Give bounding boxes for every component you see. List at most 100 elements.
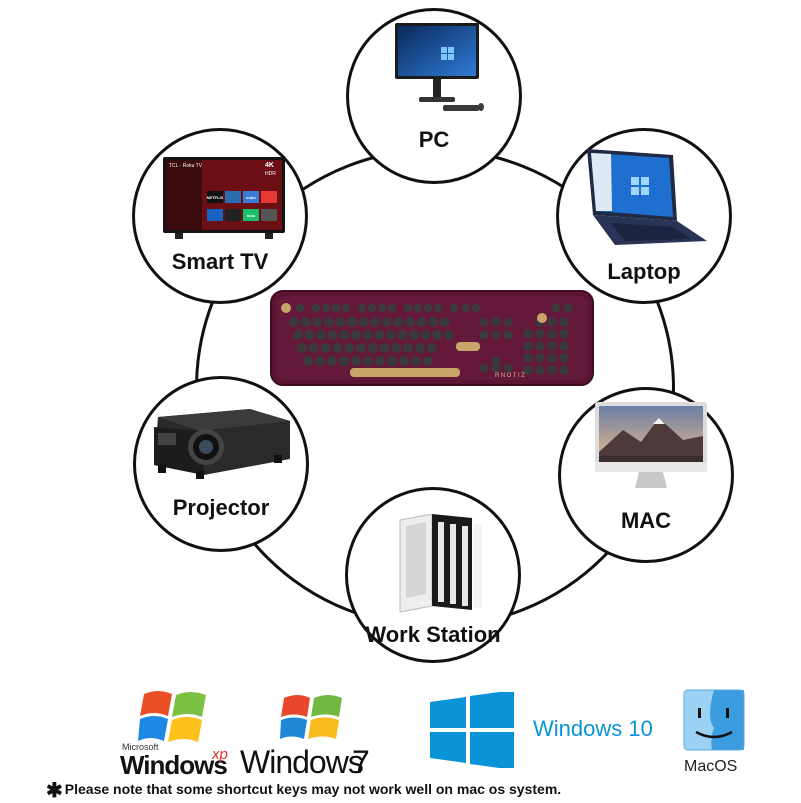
keycap	[331, 303, 341, 313]
keycap	[351, 356, 361, 366]
keycap	[377, 303, 387, 313]
keycap	[491, 363, 501, 373]
device-projector: Projector	[133, 376, 309, 552]
keycap	[535, 353, 545, 363]
macos-finder-icon	[683, 689, 745, 751]
keycap	[381, 317, 392, 327]
keycap	[535, 329, 545, 339]
device-label-pc: PC	[418, 127, 450, 152]
keycap	[323, 317, 334, 327]
win10-text: Windows 10	[533, 716, 653, 741]
svg-text:4K: 4K	[265, 162, 274, 169]
device-label-workstation: Work Station	[365, 622, 501, 647]
keycap	[547, 353, 557, 363]
keycap	[503, 330, 513, 340]
tv-app-tile	[243, 209, 259, 221]
keycap	[387, 356, 397, 366]
keycap	[551, 303, 561, 313]
keycap	[423, 356, 433, 366]
projector-icon	[154, 409, 290, 479]
device-laptop: Laptop	[556, 128, 732, 304]
tv-app-label: hulu	[247, 213, 256, 218]
keycap	[523, 365, 533, 375]
tv-app-tile	[207, 209, 223, 221]
svg-text:HDR: HDR	[265, 171, 276, 177]
device-label-smart-tv: Smart TV	[171, 249, 269, 274]
keycap	[523, 341, 533, 351]
keycap	[479, 330, 489, 340]
keycap	[559, 329, 569, 339]
keycap	[387, 303, 397, 313]
keycap	[461, 303, 471, 313]
keycap	[391, 343, 402, 353]
keycap	[547, 365, 557, 375]
keycap	[289, 317, 299, 327]
keycap	[356, 343, 366, 353]
keycap	[479, 317, 489, 327]
device-workstation: Work Station	[345, 487, 521, 663]
laptop-icon	[587, 149, 707, 245]
device-pc: PC	[346, 8, 522, 184]
keycap	[327, 330, 338, 340]
keycap	[362, 330, 373, 340]
keycap	[433, 303, 443, 313]
keycap	[293, 330, 303, 340]
keycap	[416, 317, 427, 327]
keycap	[344, 343, 355, 353]
keycap	[415, 343, 425, 353]
keycap	[367, 303, 377, 313]
keycap	[399, 356, 409, 366]
device-label-mac: MAC	[620, 508, 672, 533]
keycap	[503, 317, 513, 327]
keycap	[559, 317, 569, 327]
keycap	[547, 329, 557, 339]
windows-10-logo-icon	[430, 692, 514, 768]
imac-icon	[595, 402, 707, 488]
keycap	[403, 303, 413, 313]
keycap	[363, 356, 373, 366]
keycap	[308, 343, 319, 353]
keycap	[335, 317, 346, 327]
compatibility-note: ✱Please note that some shortcut keys may…	[46, 778, 561, 803]
os-logo-row: Microsoft Windows xp Windows 7 Windows 1…	[0, 680, 801, 780]
keycap	[311, 303, 321, 313]
keycap	[397, 330, 408, 340]
svg-text:TCL · Roku TV: TCL · Roku TV	[169, 163, 203, 169]
keycap	[321, 303, 331, 313]
asterisk-icon: ✱	[46, 780, 63, 802]
macos-text: MacOS	[684, 758, 738, 775]
keycap	[351, 330, 361, 340]
win7-suffix-text: 7	[352, 744, 370, 780]
keycap	[479, 363, 489, 373]
keycap	[405, 317, 415, 327]
keycap	[315, 356, 325, 366]
winxp-windows-text: Windows	[120, 750, 228, 780]
tv-app-label: vudu	[246, 195, 256, 200]
keycap	[426, 343, 437, 353]
keycap	[471, 303, 481, 313]
keycap	[316, 330, 327, 340]
keycap	[385, 330, 396, 340]
tv-app-tile	[261, 209, 277, 221]
device-label-laptop: Laptop	[607, 259, 681, 284]
keycap	[411, 356, 421, 366]
win7-windows-text: Windows	[240, 744, 364, 780]
keycap	[367, 343, 378, 353]
device-label-projector: Projector	[172, 495, 270, 520]
tv-app-tile	[207, 191, 223, 203]
keycap	[559, 353, 569, 363]
tv-app-tile	[261, 191, 277, 203]
keycap	[332, 343, 343, 353]
keycap	[491, 330, 501, 340]
windows-xp-flag-icon	[138, 691, 206, 742]
keycap	[300, 317, 311, 327]
tv-app-tile	[243, 191, 259, 203]
keycap	[304, 330, 315, 340]
keycap	[547, 341, 557, 351]
keycap	[428, 317, 439, 327]
keycap	[312, 317, 323, 327]
keycap	[358, 317, 369, 327]
keycap	[503, 363, 513, 373]
